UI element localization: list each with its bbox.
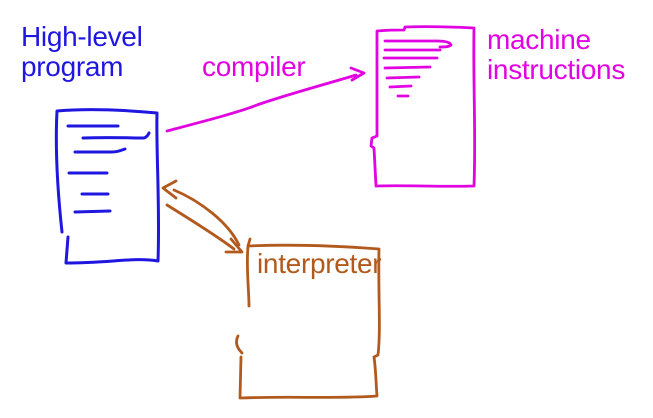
interpreter-double-arrow	[161, 179, 244, 254]
machine-instructions-doc-textlines	[382, 39, 453, 98]
interpreter-label: interpreter	[257, 248, 382, 279]
high-level-program-doc-icon	[54, 108, 161, 265]
interpreter-box-left-edge	[245, 244, 251, 308]
high-level-program-doc-outline	[54, 108, 161, 265]
machine-instructions-doc-outline	[369, 25, 477, 188]
compiler-arrow-shaft	[165, 73, 358, 133]
interpreter-box-icon	[235, 237, 381, 400]
arrow-to-interpreter-head	[224, 237, 244, 254]
high-level-program-doc-textlines	[66, 124, 151, 214]
machine-instructions-label: machine instructions	[487, 24, 626, 85]
arrow-to-program-head	[161, 179, 178, 200]
high-level-program-label: High-level program	[21, 21, 143, 82]
compiler-arrow	[165, 66, 366, 133]
arrow-to-program-shaft	[172, 188, 241, 247]
interpreter-box-left-tick	[235, 334, 244, 355]
machine-instructions-doc-icon	[369, 25, 477, 188]
compiler-arrowhead	[349, 66, 366, 82]
arrow-to-interpreter-shaft	[165, 203, 236, 251]
compiler-label: compiler	[202, 51, 306, 82]
interpreter-box-outline	[238, 237, 381, 400]
